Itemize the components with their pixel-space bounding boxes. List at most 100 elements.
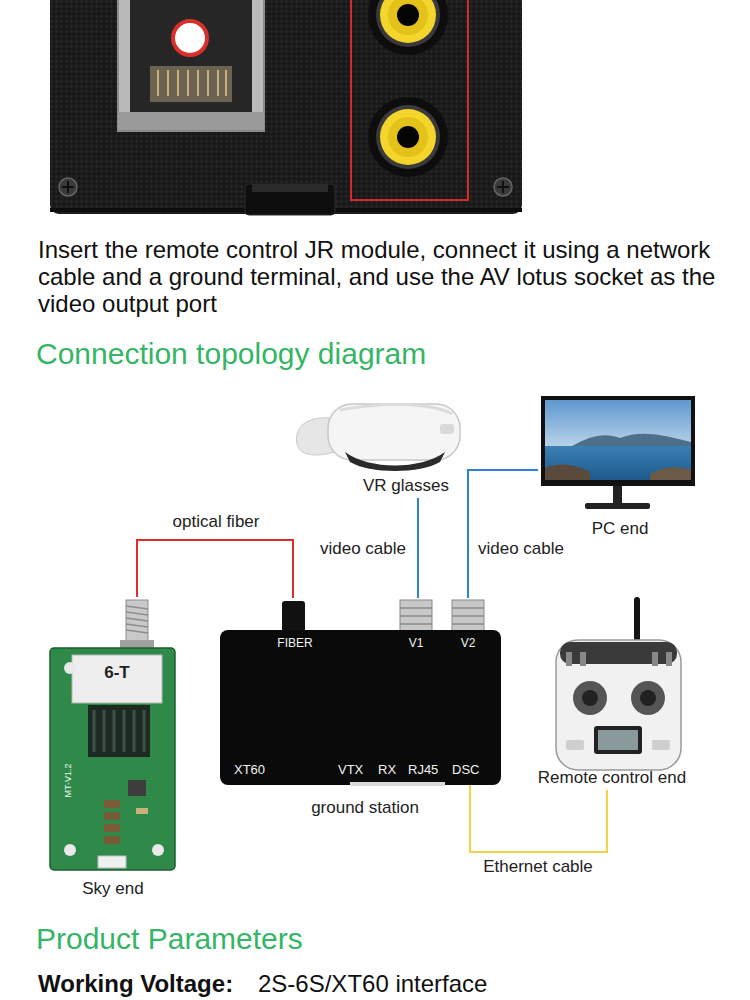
remote-control-drawing-part <box>666 652 672 666</box>
sky-end-board-drawing-part-part <box>126 612 148 615</box>
device-label: Sky end <box>63 879 163 899</box>
sky-end-board-drawing-part <box>104 836 120 844</box>
cable-connector <box>468 470 538 598</box>
monitor-drawing <box>541 396 695 509</box>
sky-end-board-drawing-part <box>128 780 146 796</box>
port-name: DSC <box>452 762 492 778</box>
device-label: Remote control end <box>521 768 703 788</box>
ground-station-drawing-part-part <box>400 615 432 617</box>
monitor-drawing-part <box>585 503 650 509</box>
vr-headset-drawing-part <box>340 404 452 414</box>
remote-control-drawing-part <box>556 640 681 770</box>
remote-control-drawing-part <box>652 652 658 666</box>
sky-end-board-drawing-part <box>98 856 126 868</box>
remote-control-drawing-part <box>566 652 572 666</box>
port-name: RJ45 <box>408 762 448 778</box>
instruction-note: Insert the remote control JR module, con… <box>38 236 728 317</box>
panel-photo-part-part <box>177 70 179 96</box>
sky-end-board-drawing-part <box>126 600 148 644</box>
sky-end-board-drawing <box>50 600 175 870</box>
remote-control-drawing-part <box>598 730 638 750</box>
remote-control-drawing-part <box>566 740 584 750</box>
ground-station-drawing-part <box>400 608 484 624</box>
section-heading: Connection topology diagram <box>36 336 636 372</box>
ground-station-node: FIBERV1V2XT60VTXRXRJ45DSCground station <box>220 598 502 785</box>
sky-end-board-drawing-part <box>72 655 162 703</box>
port-name: RX <box>378 762 406 778</box>
panel-photo-part <box>376 105 440 169</box>
panel-photo-part <box>158 70 226 96</box>
monitor-drawing-part <box>545 400 691 446</box>
sky-end-board-drawing-part <box>104 800 120 808</box>
cable-label: video cable <box>298 539 428 559</box>
device-label: PC end <box>570 519 670 539</box>
remote-control-drawing <box>556 600 681 770</box>
sky-end-board-drawing-part-part <box>103 710 106 752</box>
remote-control-drawing-part <box>573 681 607 715</box>
vr-glasses-node: VR glasses <box>290 398 460 498</box>
port-name: VTX <box>338 762 374 778</box>
panel-photo-part <box>130 0 252 113</box>
parameter-name: Working Voltage: <box>38 969 278 998</box>
panel-photo-part <box>50 0 522 214</box>
sky-end-board-drawing-part <box>50 648 175 870</box>
panel-photo-part-part <box>187 70 189 96</box>
board-marking: MT-V1.2 <box>63 746 74 816</box>
ground-station-drawing-part <box>350 782 445 786</box>
remote-control-node: Remote control end <box>520 598 710 790</box>
panel-photo-part-part <box>167 70 169 96</box>
panel-photo-part <box>150 66 232 102</box>
panel-photo-part-part <box>225 70 227 96</box>
monitor-drawing-part <box>541 396 695 486</box>
sky-end-board-drawing-part-part <box>126 624 148 627</box>
sky-end-board-drawing-part-part <box>126 606 148 609</box>
ground-station-drawing-part-part <box>400 607 432 609</box>
sky-end-board-drawing-part-part <box>143 710 146 752</box>
panel-photo-part <box>388 0 428 35</box>
panel-photo-part-part <box>207 70 209 96</box>
panel-photo-part-part <box>197 70 199 96</box>
section-heading: Product Parameters <box>36 921 636 957</box>
remote-control-drawing-part <box>580 652 586 666</box>
panel-photo-part <box>252 184 328 192</box>
cable-connector <box>137 540 293 598</box>
panel-photo-part <box>388 117 428 157</box>
sky-end-board-drawing-part <box>64 844 76 856</box>
device-label: ground station <box>295 798 435 818</box>
ground-station-drawing-part-part <box>452 623 484 625</box>
sky-end-board-drawing-part <box>126 606 148 633</box>
ground-station-drawing-part-part <box>452 607 484 609</box>
remote-control-drawing-part <box>594 726 642 754</box>
remote-control-drawing-part <box>631 681 665 715</box>
cable-connector <box>470 785 607 852</box>
sky-end-board-drawing-part <box>64 662 76 674</box>
ground-station-drawing-part <box>220 630 501 785</box>
cable-label: video cable <box>456 539 586 559</box>
port-name: V1 <box>400 636 432 650</box>
sky-end-board-drawing-part <box>94 710 144 752</box>
panel-photo-part-part <box>217 70 219 96</box>
panel-photo-part <box>494 178 512 196</box>
monitor-drawing-part <box>545 446 691 480</box>
panel-photo-part <box>380 0 436 43</box>
panel-photo-part <box>67 181 69 193</box>
sky-end-board-drawing-part <box>104 812 120 820</box>
sky-end-board-drawing-part <box>88 705 150 757</box>
remote-control-drawing-part <box>652 740 670 750</box>
panel-photo-part <box>173 21 207 55</box>
panel-photo-part <box>368 0 448 55</box>
parameter-value: 2S-6S/XT60 interface <box>258 969 728 998</box>
panel-photo <box>50 0 522 215</box>
sky-end-board-drawing-part-part <box>126 618 148 621</box>
cable-label: optical fiber <box>150 512 282 532</box>
panel-photo-part <box>502 181 504 193</box>
vr-headset-drawing <box>297 404 460 471</box>
panel-photo-part-part <box>157 70 159 96</box>
vr-headset-drawing-part <box>328 404 460 460</box>
port-name: FIBER <box>268 636 322 650</box>
ground-station-drawing-part-part <box>452 615 484 617</box>
sky-end-board-drawing-part <box>104 824 120 832</box>
panel-photo-part <box>397 4 419 26</box>
